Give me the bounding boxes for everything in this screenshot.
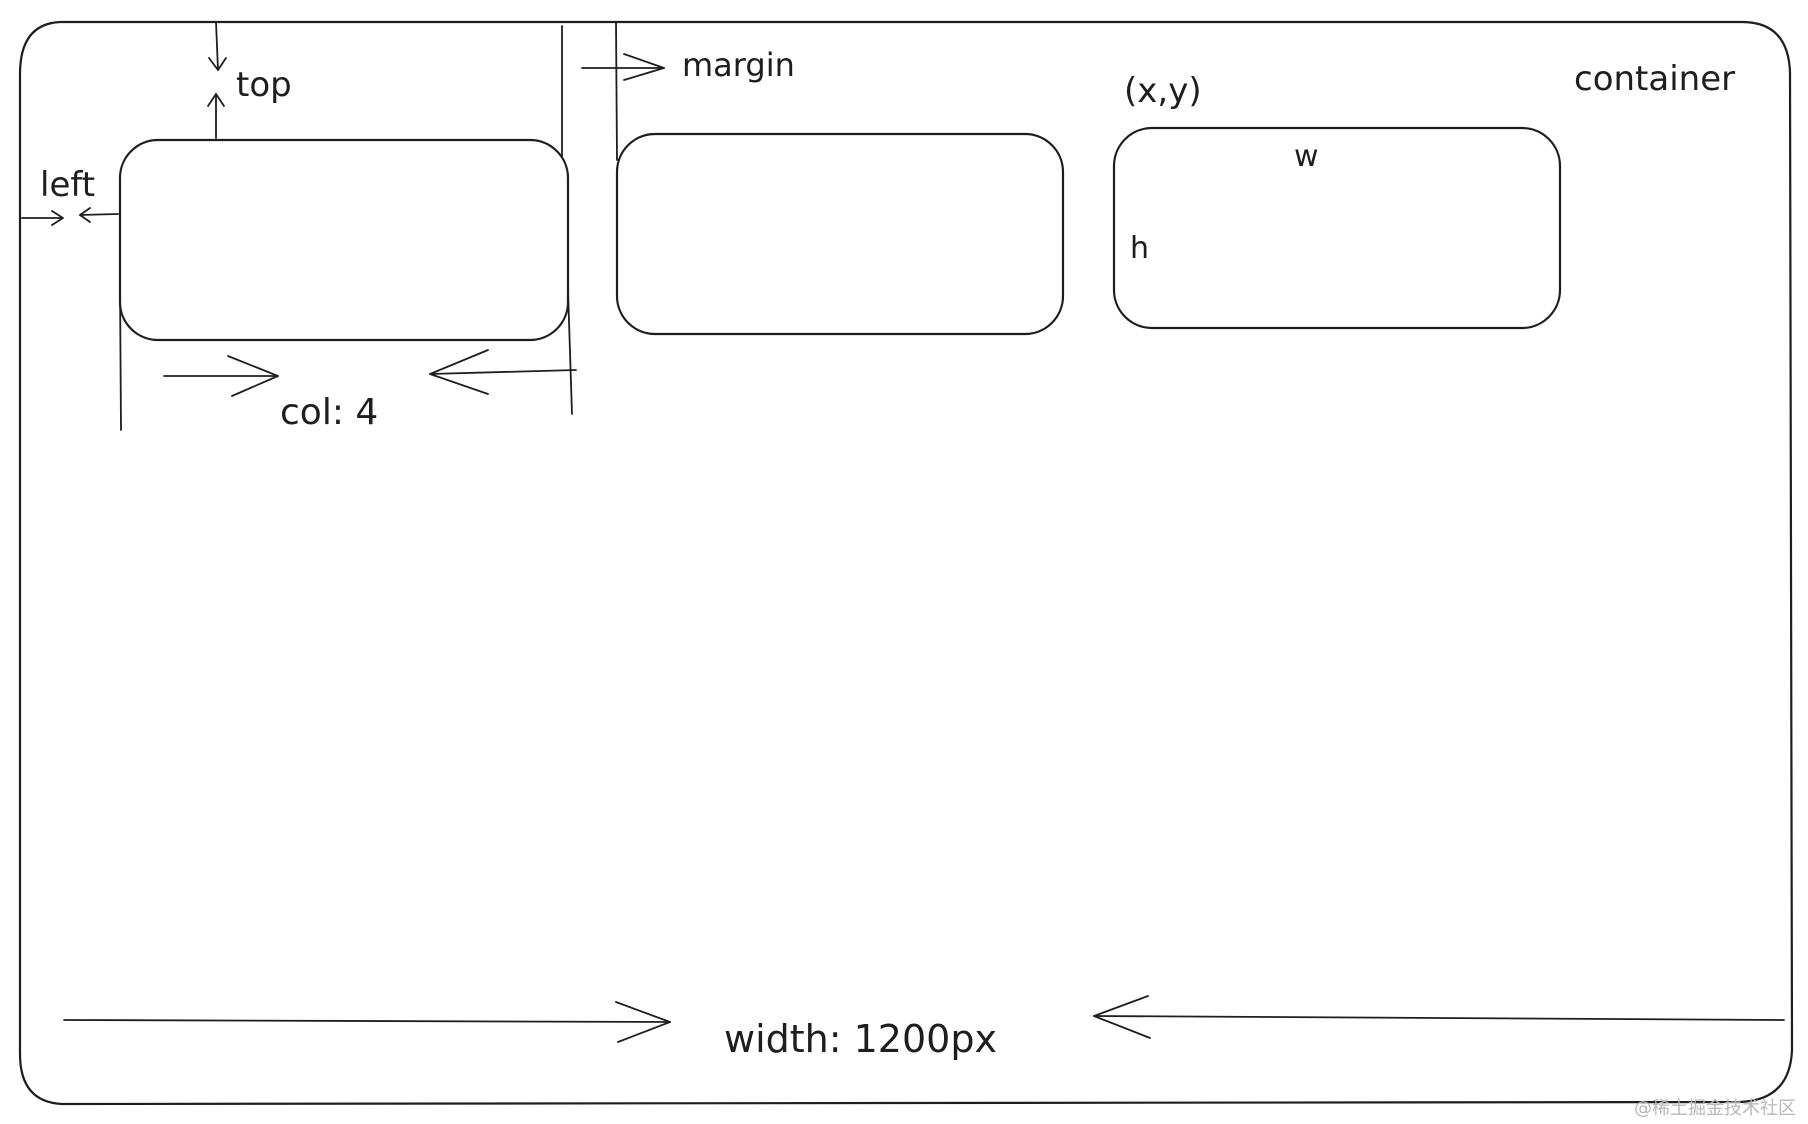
grid-item-green — [118, 138, 570, 342]
width-label: width: 1200px — [724, 1017, 997, 1061]
container-outline — [18, 20, 1794, 1106]
top-indicator — [207, 21, 227, 139]
left-label: left — [40, 165, 95, 205]
col-label: col: 4 — [280, 392, 378, 433]
top-label: top — [236, 65, 292, 105]
watermark: @稀土掘金技术社区 — [1634, 1098, 1796, 1119]
coords-label: (x,y) — [1124, 71, 1202, 111]
w-label: w — [1294, 139, 1319, 174]
col-indicator — [119, 284, 577, 431]
left-indicator — [21, 207, 119, 226]
width-indicator — [63, 995, 1785, 1043]
grid-item-red — [1112, 126, 1562, 330]
margin-indicator — [561, 21, 665, 161]
margin-label: margin — [682, 46, 795, 84]
h-label: h — [1130, 231, 1149, 266]
grid-item-blue — [615, 132, 1065, 336]
container-label: container — [1574, 59, 1735, 99]
